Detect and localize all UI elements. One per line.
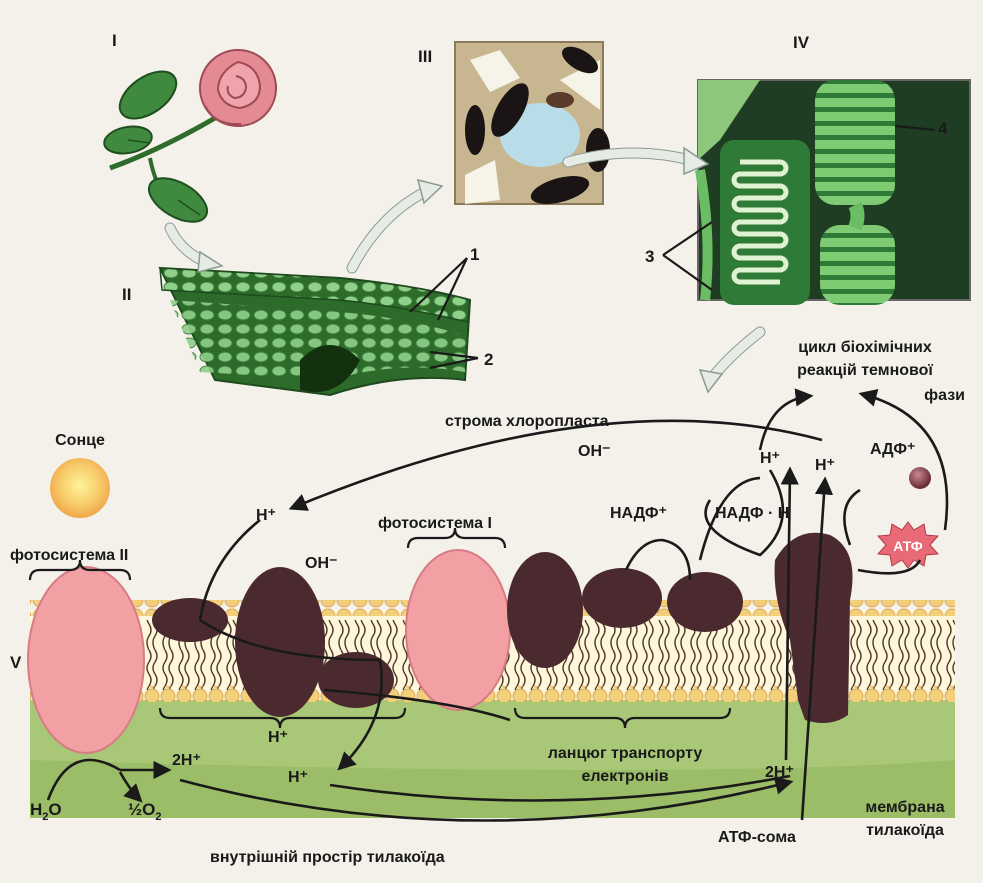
- nadp-reductase: [582, 568, 662, 628]
- callout-3: 3: [645, 247, 654, 266]
- two-protons-label-left: 2H⁺: [172, 752, 201, 769]
- two-protons-label-right: 2H⁺: [765, 764, 794, 781]
- proton-label-stroma: H⁺: [256, 507, 276, 524]
- rose-illustration: [102, 50, 276, 231]
- proton-label-lumen: H⁺: [268, 729, 288, 746]
- nadph-label: НАДФ · Н: [715, 505, 789, 522]
- panel-label-v: V: [10, 653, 22, 672]
- chloroplast-grana: [698, 80, 970, 305]
- atp-label: АТФ: [893, 538, 922, 554]
- leaf-cross-section: [160, 268, 470, 395]
- lumen-label: внутрішній простір тилакоїда: [210, 849, 445, 866]
- cell-micrograph: [455, 41, 610, 209]
- adp-molecule-icon: [909, 467, 931, 489]
- stroma-label: строма хлоропласта: [445, 413, 609, 430]
- dark-cycle-label-line3: фази: [924, 387, 965, 404]
- adp-label: АДФ⁺: [870, 441, 915, 458]
- panel-label-ii: II: [122, 285, 131, 304]
- sun-label: Сонце: [55, 432, 105, 449]
- dark-cycle-label-line2: реакцій темнової: [797, 362, 933, 379]
- etc-label-line2: електронів: [581, 768, 668, 785]
- membrane-label-line2: тилакоїда: [866, 822, 944, 839]
- etc-label-line1: ланцюг транспорту: [548, 745, 703, 762]
- callout-4: 4: [938, 119, 948, 138]
- plastoquinone-carrier: [152, 598, 228, 642]
- atp-synthase-label: АТФ-сома: [718, 829, 796, 846]
- callout-1: 1: [470, 245, 479, 264]
- panel-label-iv: IV: [793, 33, 810, 52]
- panel-label-i: I: [112, 31, 117, 50]
- proton-label-atp-synthase: H⁺: [815, 457, 835, 474]
- proton-label-nadph: H⁺: [760, 450, 780, 467]
- panel-label-iii: III: [418, 47, 432, 66]
- photosystem-i-label: фотосистема I: [378, 515, 492, 532]
- proton-label-lumen-2: H⁺: [288, 769, 308, 786]
- ferredoxin-complex: [507, 552, 583, 668]
- callout-2: 2: [484, 350, 493, 369]
- photosystem-ii-complex: [28, 567, 144, 753]
- nadp-label: НАДФ⁺: [610, 505, 667, 522]
- sun-icon: [50, 458, 110, 518]
- nadp-reductase-b: [667, 572, 743, 632]
- photosystem-i-complex: [406, 550, 510, 710]
- hydroxide-label-right: OH⁻: [578, 443, 610, 460]
- membrane-label-line1: мембрана: [865, 799, 944, 816]
- hydroxide-label-left: OH⁻: [305, 555, 337, 572]
- dark-cycle-label-line1: цикл біохімічних: [798, 339, 932, 356]
- photosystem-ii-label: фотосистема II: [10, 547, 128, 564]
